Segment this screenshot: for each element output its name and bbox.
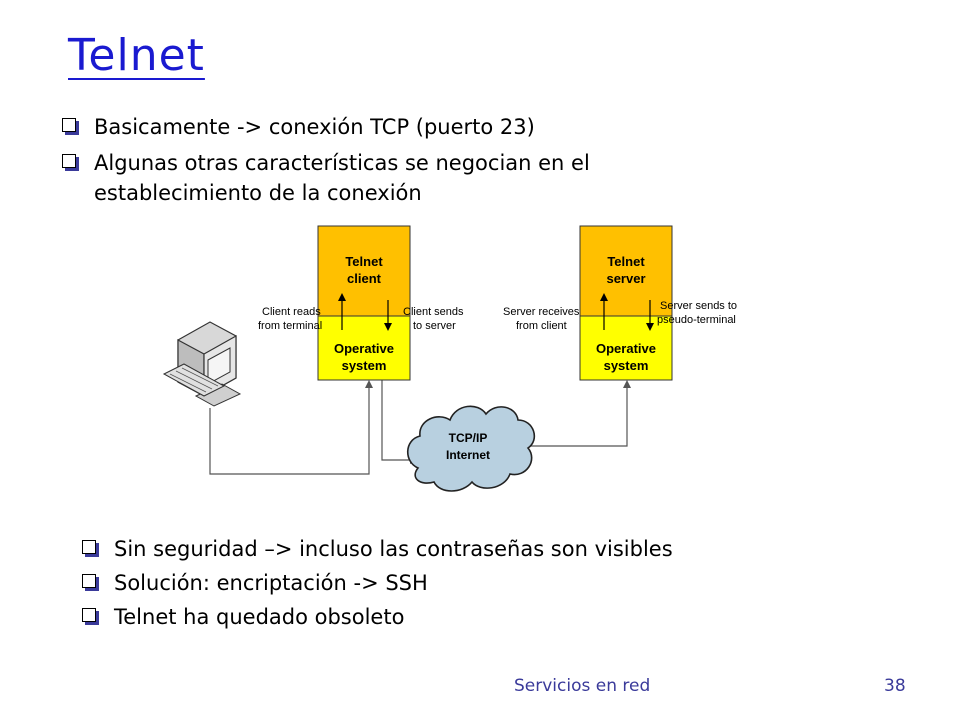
computer-icon	[162, 321, 242, 407]
bullet-item: Algunas otras características se negocia…	[56, 148, 756, 208]
server-os-label-1: Operative	[596, 341, 656, 356]
telnet-client-box	[317, 225, 411, 317]
telnet-server-box	[579, 225, 673, 317]
checkbox-bullet-icon	[62, 118, 76, 132]
bullet-text: Basicamente -> conexión TCP (puerto 23)	[94, 115, 535, 139]
data-flow-arrows	[341, 300, 651, 330]
checkbox-bullet-icon	[62, 154, 76, 168]
slide-title: Telnet	[68, 30, 205, 81]
server-os-box	[579, 315, 673, 381]
client-app-label-2: client	[347, 271, 382, 286]
server-app-label-2: server	[606, 271, 645, 286]
server-os-label-2: system	[604, 358, 649, 373]
bullet-text: Telnet ha quedado obsoleto	[114, 605, 405, 629]
footer-section: Servicios en red	[514, 676, 651, 696]
server-sends-label-1: Server sends to	[660, 300, 737, 312]
bullet-item: Telnet ha quedado obsoleto	[76, 602, 796, 632]
client-reads-label-1: Client reads	[262, 306, 321, 318]
top-bullet-list: Basicamente -> conexión TCP (puerto 23) …	[56, 112, 756, 214]
client-app-label-1: Telnet	[345, 254, 383, 269]
connection-lines	[209, 380, 628, 475]
client-reads-label-2: from terminal	[258, 320, 322, 332]
server-sends-label-2: pseudo-terminal	[657, 314, 736, 326]
client-os-box	[317, 315, 411, 381]
server-receives-label-1: Server receives	[503, 306, 580, 318]
server-receives-label-2: from client	[516, 320, 567, 332]
checkbox-bullet-icon	[82, 574, 96, 588]
client-os-label-1: Operative	[334, 341, 394, 356]
network-label-1: TCP/IP	[449, 431, 488, 445]
bullet-item: Sin seguridad –> incluso las contraseñas…	[76, 534, 796, 564]
network-label-2: Internet	[446, 448, 490, 462]
bullet-text: Sin seguridad –> incluso las contraseñas…	[114, 537, 673, 561]
bullet-text: Solución: encriptación -> SSH	[114, 571, 428, 595]
bullet-item: Basicamente -> conexión TCP (puerto 23)	[56, 112, 756, 142]
bullet-text: Algunas otras características se negocia…	[94, 151, 590, 205]
client-os-label-2: system	[342, 358, 387, 373]
client-sends-label-2: to server	[413, 320, 456, 332]
checkbox-bullet-icon	[82, 608, 96, 622]
page-number: 38	[884, 676, 906, 696]
checkbox-bullet-icon	[82, 540, 96, 554]
internet-cloud-icon	[406, 405, 536, 492]
bullet-item: Solución: encriptación -> SSH	[76, 568, 796, 598]
server-app-label-1: Telnet	[607, 254, 645, 269]
bottom-bullet-list: Sin seguridad –> incluso las contraseñas…	[76, 534, 796, 636]
client-sends-label-1: Client sends	[403, 306, 464, 318]
